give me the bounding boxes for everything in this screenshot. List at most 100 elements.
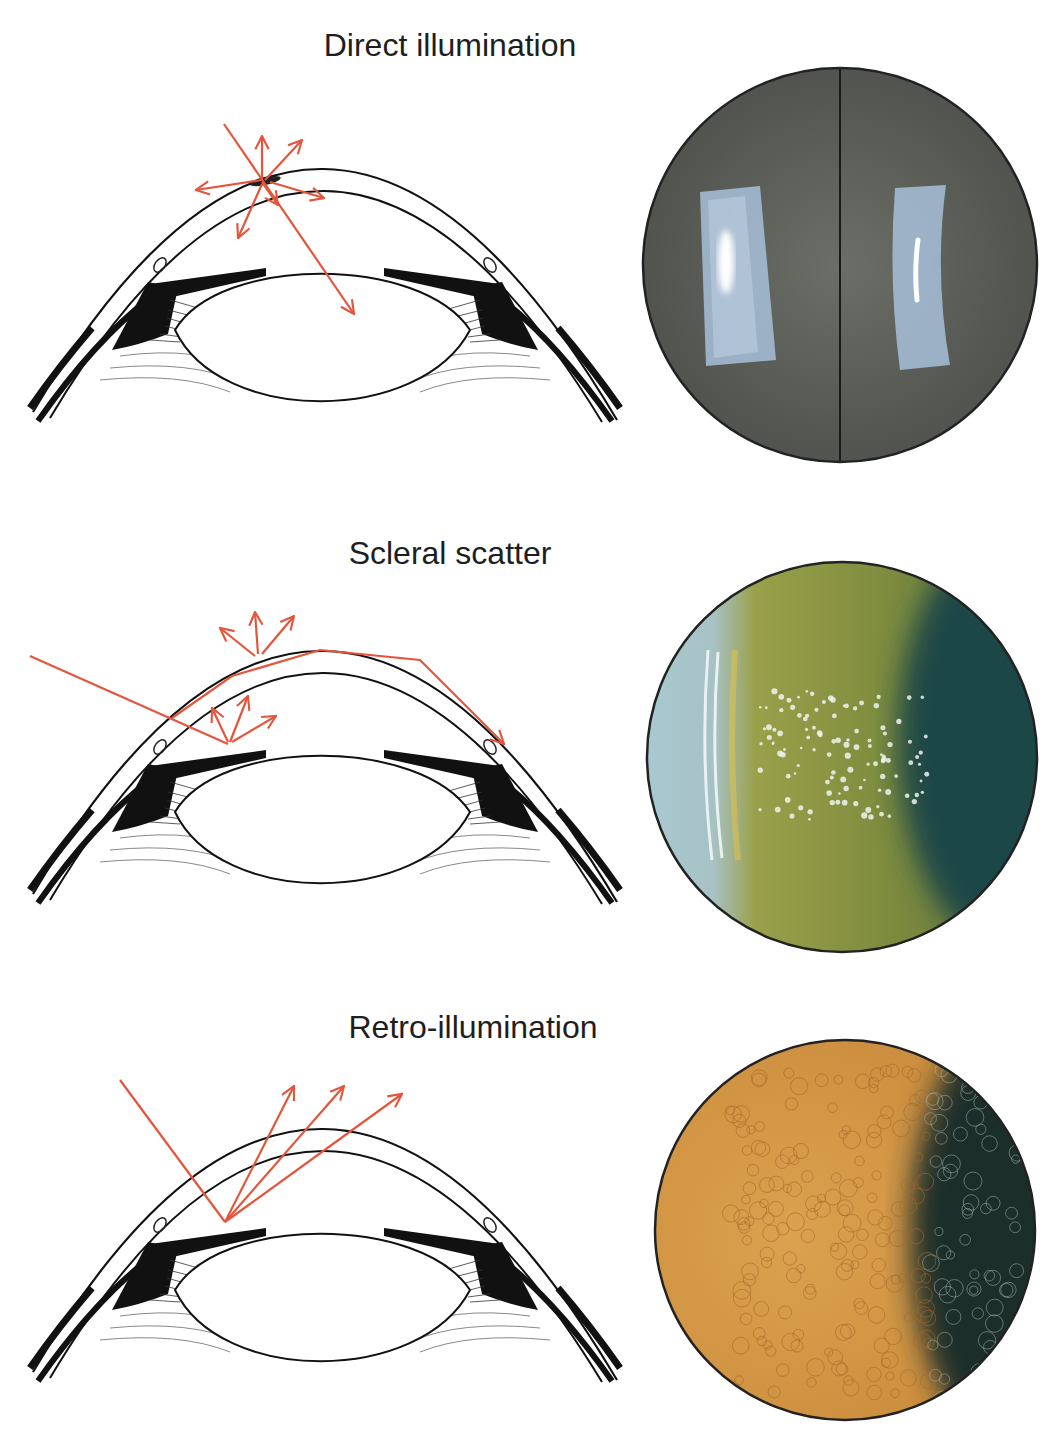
- gutta-ring: [908, 1229, 923, 1244]
- deposit-dot: [882, 754, 886, 758]
- gutta-ring: [870, 1084, 878, 1092]
- deposit-dot: [835, 800, 840, 805]
- gutta-ring: [835, 1325, 851, 1341]
- gutta-ring: [844, 1376, 854, 1386]
- eye-section: [30, 169, 620, 422]
- gutta-ring: [843, 1131, 861, 1149]
- gutta-ring: [725, 1106, 742, 1123]
- deposit-dot: [866, 763, 869, 766]
- gutta-ring: [828, 1103, 838, 1113]
- deposit-dot: [868, 744, 872, 748]
- deposit-dot: [786, 774, 791, 779]
- gutta-ring: [753, 1327, 765, 1339]
- gutta-ring: [934, 1279, 950, 1295]
- slit-beam: [892, 185, 950, 370]
- gutta-ring: [875, 1233, 889, 1247]
- gutta-ring: [967, 1282, 981, 1296]
- gutta-ring: [751, 1140, 765, 1154]
- deposit-dot: [797, 696, 800, 699]
- light-ray: [120, 1080, 225, 1222]
- gutta-ring: [964, 1172, 982, 1190]
- deposit-dot: [873, 761, 878, 766]
- gutta-ring: [899, 1274, 907, 1282]
- gutta-ring: [857, 1229, 868, 1240]
- deposit-dot: [830, 776, 834, 780]
- deposit-dot: [921, 791, 924, 794]
- gutta-ring: [733, 1289, 751, 1307]
- gutta-ring: [782, 1333, 800, 1351]
- gutta-ring: [797, 1265, 805, 1273]
- deposit-dot: [880, 774, 885, 779]
- gutta-ring: [749, 1202, 766, 1219]
- gutta-ring: [886, 1275, 903, 1292]
- gutta-ring: [785, 1098, 797, 1110]
- gutta-ring: [1012, 1155, 1020, 1163]
- deposit-dot: [832, 714, 837, 719]
- gutta-ring: [914, 1153, 923, 1162]
- deposit-dot: [846, 738, 849, 741]
- gutta-ring: [763, 1213, 775, 1225]
- gutta-ring: [971, 1363, 988, 1380]
- gutta-ring: [768, 1201, 783, 1216]
- corneal-deposits: [758, 688, 930, 821]
- light-ray: [255, 612, 258, 654]
- deposit-dot: [907, 695, 912, 700]
- gutta-ring: [900, 1370, 916, 1386]
- gutta-ring: [790, 1078, 807, 1095]
- deposit-dot: [853, 706, 857, 710]
- gutta-ring: [926, 1093, 943, 1110]
- gutta-ring: [990, 1068, 1007, 1085]
- light-ray: [172, 650, 504, 744]
- gutta-ring: [925, 1113, 937, 1125]
- deposit-dot: [854, 744, 860, 750]
- deposit-dot: [896, 719, 901, 724]
- deposit-dot: [918, 763, 921, 766]
- gutta-ring: [843, 1380, 859, 1396]
- deposit-dot: [786, 698, 791, 703]
- gutta-ring: [976, 1124, 986, 1134]
- gutta-ring: [935, 1132, 947, 1144]
- deposit-dot: [845, 753, 851, 759]
- deposit-dot: [805, 690, 808, 693]
- deposit-dot: [915, 793, 919, 797]
- photo-border: [655, 1040, 1035, 1420]
- gutta-ring: [986, 1315, 1004, 1333]
- gutta-ring: [966, 1109, 984, 1127]
- gutta-ring: [870, 1274, 885, 1289]
- photo-border: [643, 68, 1037, 462]
- gutta-ring: [874, 1338, 889, 1353]
- gutta-ring: [755, 1122, 765, 1132]
- gutta-ring: [889, 1230, 905, 1246]
- deposit-dot: [843, 704, 846, 707]
- reflex: [705, 650, 722, 860]
- gutta-ring: [881, 1352, 898, 1369]
- gutta-ring: [801, 1171, 813, 1183]
- gutta-ring: [961, 1086, 976, 1101]
- deposit-dot: [908, 740, 912, 744]
- panel-heading: Retro-illumination: [349, 1008, 598, 1046]
- gutta-ring: [937, 1246, 951, 1260]
- deposit-dot: [767, 735, 772, 740]
- deposit-dot: [766, 724, 772, 730]
- deposit-dot: [810, 691, 814, 695]
- gutta-ring: [962, 1203, 974, 1215]
- light-rays: [120, 1080, 402, 1222]
- light-ray: [196, 180, 262, 190]
- gutta-ring: [839, 1179, 857, 1197]
- gutta-ring: [801, 1229, 814, 1242]
- gutta-ring: [878, 1216, 892, 1230]
- deposit-dot: [887, 742, 892, 747]
- deposit-dot: [924, 735, 928, 739]
- gutta-ring: [943, 1155, 961, 1173]
- gutta-ring: [970, 1270, 979, 1279]
- deposit-dot: [924, 772, 929, 777]
- gutta-ring: [908, 1188, 924, 1204]
- photo-border: [647, 562, 1037, 952]
- gutta-ring: [881, 1358, 890, 1367]
- gutta-ring: [783, 1184, 791, 1192]
- gutta-ring: [854, 1298, 864, 1308]
- gutta-ring: [735, 1376, 744, 1385]
- gutta-ring: [838, 1227, 854, 1243]
- gutta-ring: [957, 1062, 972, 1077]
